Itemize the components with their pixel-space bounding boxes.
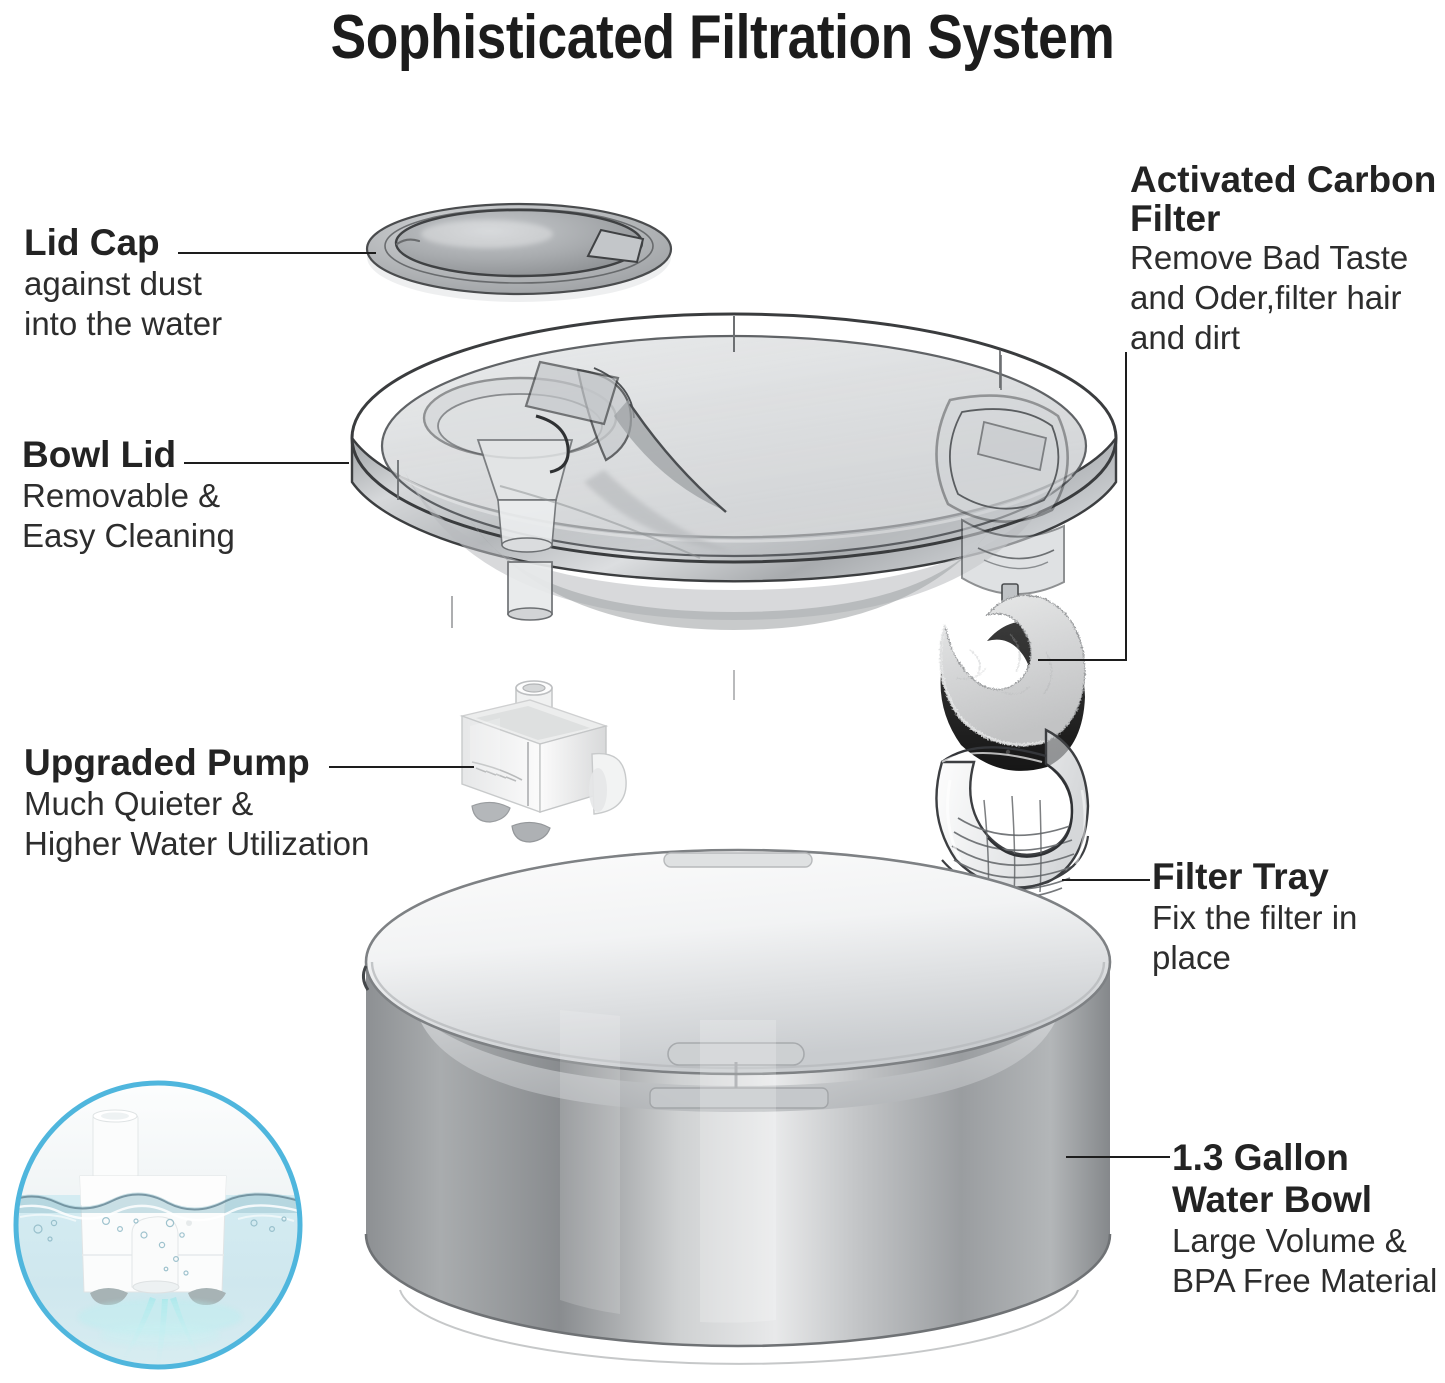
part-upgraded-pump bbox=[459, 680, 627, 843]
callout-water-bowl-subtext: Large Volume & BPA Free Material bbox=[1172, 1222, 1438, 1299]
inset-water-flow bbox=[78, 1297, 242, 1366]
leader-line-pump bbox=[329, 766, 474, 768]
callout-water-bowl: 1.3 Gallon Water Bowl Large Volume & BPA… bbox=[1172, 1137, 1437, 1301]
part-activated-carbon-filter bbox=[939, 594, 1086, 771]
inset-ring-border bbox=[13, 1080, 303, 1370]
leader-line-carbon-horizontal bbox=[1038, 659, 1127, 661]
lid-filter-compartment bbox=[935, 355, 1069, 603]
callout-activated-carbon-filter-heading: Activated Carbon Filter bbox=[1130, 159, 1437, 240]
leader-line-carbon-vertical bbox=[1125, 352, 1127, 660]
callout-bowl-lid-subtext: Removable & Easy Cleaning bbox=[22, 477, 235, 554]
leader-line-bowl-lid bbox=[184, 462, 349, 464]
part-water-bowl bbox=[361, 848, 1112, 1365]
callout-filter-tray-heading: Filter Tray bbox=[1152, 856, 1329, 897]
callout-activated-carbon-filter-subtext: Remove Bad Taste and Oder,filter hair an… bbox=[1130, 239, 1409, 356]
leader-line-lid-cap bbox=[178, 252, 376, 254]
callout-upgraded-pump: Upgraded Pump Much Quieter & Higher Wate… bbox=[24, 742, 369, 863]
part-lid-cap bbox=[365, 202, 673, 302]
callout-lid-cap-heading: Lid Cap bbox=[24, 222, 160, 263]
part-bowl-lid bbox=[350, 312, 1118, 700]
callout-water-bowl-heading: 1.3 Gallon Water Bowl bbox=[1172, 1137, 1373, 1221]
callout-lid-cap-subtext: against dust into the water bbox=[24, 265, 223, 342]
callout-upgraded-pump-heading: Upgraded Pump bbox=[24, 742, 310, 783]
callout-bowl-lid: Bowl Lid Removable & Easy Cleaning bbox=[22, 434, 235, 555]
inset-pump-underwater bbox=[13, 1080, 303, 1370]
callout-upgraded-pump-subtext: Much Quieter & Higher Water Utilization bbox=[24, 785, 370, 862]
part-filter-tray bbox=[935, 728, 1090, 899]
lid-spout-assembly bbox=[422, 360, 734, 621]
callout-filter-tray-subtext: Fix the filter in place bbox=[1152, 899, 1358, 976]
callout-filter-tray: Filter Tray Fix the filter in place bbox=[1152, 856, 1445, 977]
leader-line-water-bowl bbox=[1066, 1156, 1170, 1158]
leader-line-filter-tray bbox=[1062, 879, 1150, 881]
callout-activated-carbon-filter: Activated Carbon Filter Remove Bad Taste… bbox=[1130, 160, 1445, 357]
callout-lid-cap: Lid Cap against dust into the water bbox=[24, 222, 222, 343]
callout-bowl-lid-heading: Bowl Lid bbox=[22, 434, 177, 475]
page-title: Sophisticated Filtration System bbox=[330, 3, 1115, 72]
inset-bubbles bbox=[33, 1216, 287, 1276]
inset-water-surface bbox=[16, 1192, 300, 1222]
